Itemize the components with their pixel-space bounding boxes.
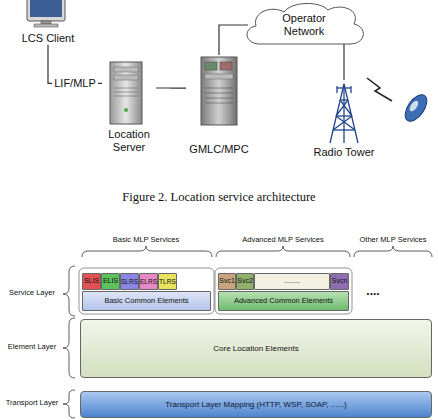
common-elements-band: Advanced Common Elements bbox=[218, 291, 349, 311]
group-label: Advanced MLP Services bbox=[228, 236, 338, 245]
layer-label: Transport Layer bbox=[2, 399, 62, 408]
service-box: SLIS bbox=[82, 273, 101, 290]
service-box: Svc1 bbox=[218, 273, 236, 290]
node-text: LCS Client bbox=[22, 32, 75, 45]
node-text: Radio Tower bbox=[314, 146, 375, 159]
node-text: GMLC/MPC bbox=[189, 143, 248, 156]
group-brackets bbox=[63, 246, 432, 418]
connector-line bbox=[219, 25, 248, 55]
server-node: GMLC/MPC bbox=[186, 55, 252, 156]
figure-caption: Figure 2. Location service architecture bbox=[0, 190, 438, 204]
location-server-icon bbox=[110, 62, 142, 124]
connector-line bbox=[156, 87, 186, 88]
service-box: SLRS bbox=[120, 273, 139, 290]
radio-tower-icon bbox=[330, 84, 358, 143]
ellipsis-mark: .... bbox=[356, 285, 390, 299]
client-node: LCS Client bbox=[10, 0, 86, 45]
server-node: Location Server bbox=[102, 60, 156, 153]
element-layer-band: Core Location Elements bbox=[80, 319, 432, 378]
service-box: ELIS bbox=[101, 273, 120, 290]
group-label: Basic MLP Services bbox=[96, 236, 196, 245]
node-text: Transport Layer Mapping (HTTP, WSP, SOAP… bbox=[165, 400, 347, 409]
node-text: Operator Network bbox=[273, 12, 335, 37]
tower-node: Radio Tower bbox=[309, 80, 379, 159]
cloud-shape bbox=[247, 3, 363, 44]
node-text: SLIS bbox=[84, 277, 99, 285]
service-box: ........ bbox=[254, 273, 330, 290]
service-box: ELRS bbox=[139, 273, 158, 290]
node-text: ELRS bbox=[140, 278, 157, 285]
node-text: Core Location Elements bbox=[213, 344, 298, 353]
node-text: Svc2 bbox=[237, 277, 253, 285]
service-box: Svc2 bbox=[236, 273, 254, 290]
mobile-phone bbox=[367, 78, 431, 125]
service-box: TLRS bbox=[158, 273, 177, 290]
node-text: Advanced Common Elements bbox=[234, 297, 333, 306]
client-computer bbox=[27, 0, 65, 27]
transport-layer-band: Transport Layer Mapping (HTTP, WSP, SOAP… bbox=[80, 391, 432, 418]
node-text: ........ bbox=[284, 277, 300, 285]
network-cloud: Operator Network bbox=[240, 2, 368, 48]
node-text: Basic Common Elements bbox=[104, 297, 188, 306]
node-text: Svc1 bbox=[219, 277, 235, 285]
node-text: Location Server bbox=[102, 128, 156, 153]
connector-line bbox=[343, 43, 344, 80]
layer-label: Service Layer bbox=[2, 289, 62, 298]
edge-label: LIF/MLP bbox=[52, 77, 98, 89]
node-text: Svcn bbox=[332, 277, 348, 285]
node-text: ELIS bbox=[103, 277, 118, 285]
gmlc-server-icon bbox=[201, 57, 237, 125]
node-text: SLRS bbox=[121, 278, 138, 285]
common-elements-band: Basic Common Elements bbox=[82, 291, 211, 311]
layer-label: Element Layer bbox=[2, 343, 62, 352]
group-label: Other MLP Services bbox=[348, 236, 438, 245]
group-outlines bbox=[79, 268, 352, 314]
service-box: Svcn bbox=[330, 273, 349, 290]
node-text: TLRS bbox=[159, 278, 176, 286]
